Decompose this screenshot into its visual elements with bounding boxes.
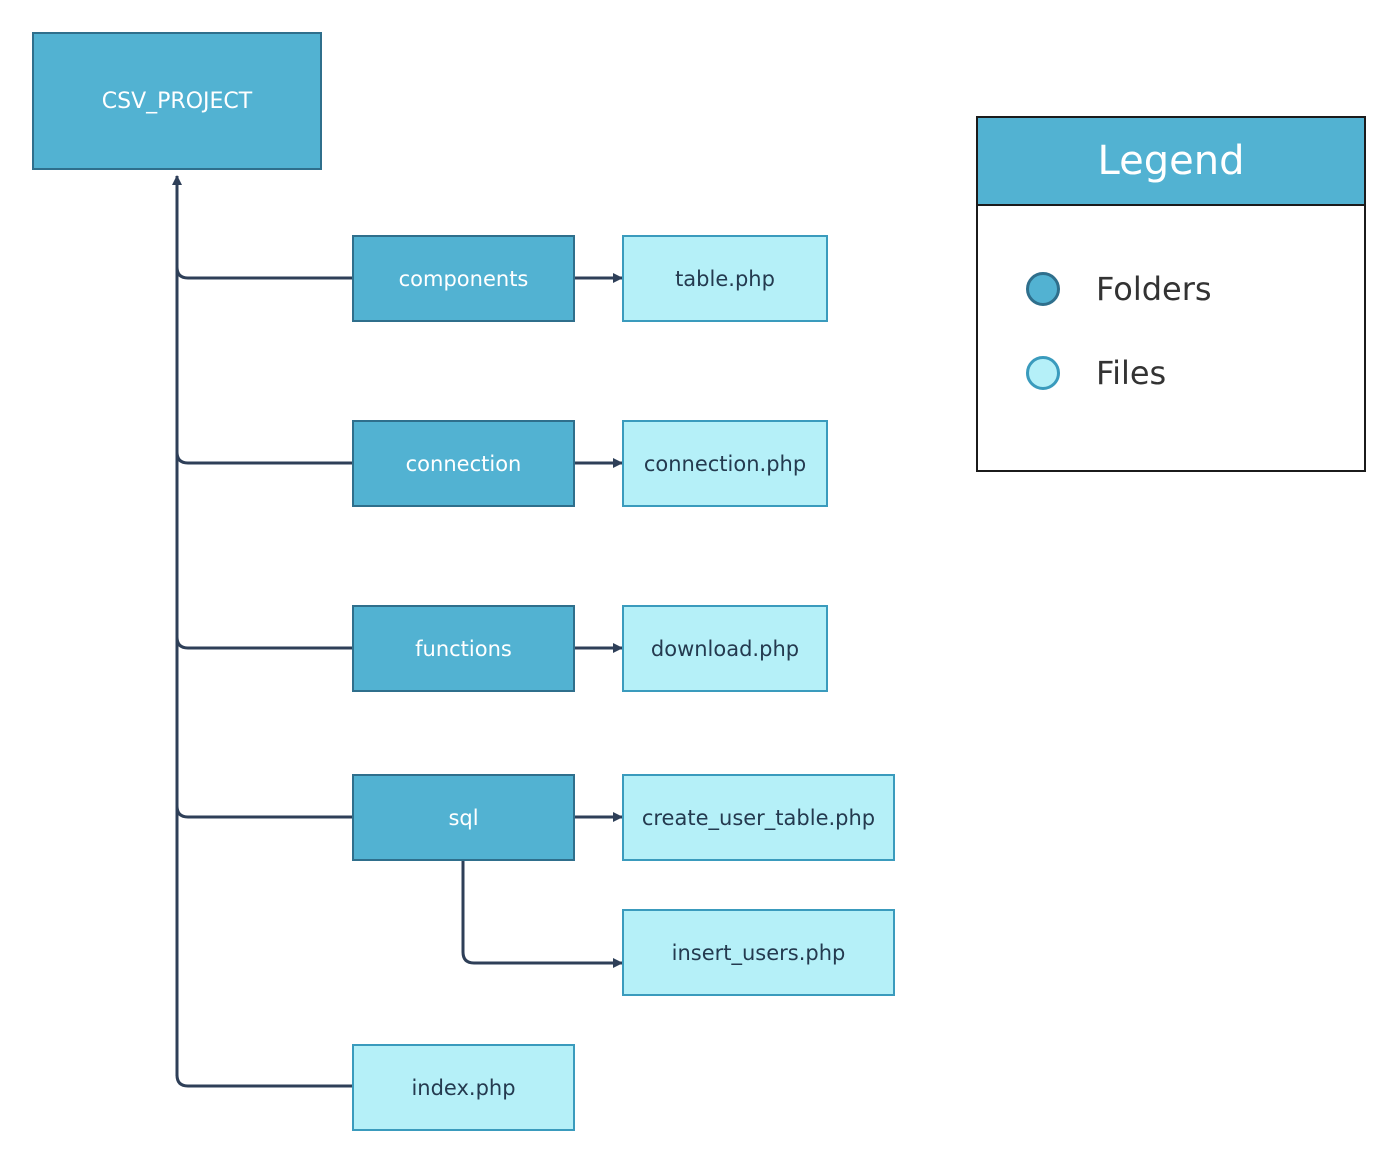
- folder-node-connection: connection: [352, 420, 575, 507]
- branch-index: [175, 1074, 353, 1088]
- arrow-sql-insert: [461, 860, 623, 968]
- legend-header: Legend: [978, 118, 1364, 206]
- folder-label: components: [398, 266, 529, 291]
- folder-node-components: components: [352, 235, 575, 322]
- branch-connection: [175, 451, 353, 465]
- legend-label-folders: Folders: [1096, 270, 1212, 308]
- branch-components: [175, 266, 353, 280]
- branch-functions: [175, 636, 353, 650]
- file-node-insert-users: insert_users.php: [622, 909, 895, 996]
- file-swatch-icon: [1026, 356, 1060, 390]
- file-node-index: index.php: [352, 1044, 575, 1131]
- file-label: connection.php: [643, 451, 807, 476]
- file-node-create-user-table: create_user_table.php: [622, 774, 895, 861]
- file-node-download: download.php: [622, 605, 828, 692]
- legend-item-files: Files: [1026, 354, 1166, 392]
- branch-sql: [175, 805, 353, 819]
- file-label: insert_users.php: [671, 940, 846, 965]
- legend-item-folders: Folders: [1026, 270, 1212, 308]
- folder-swatch-icon: [1026, 272, 1060, 306]
- folder-label: sql: [448, 805, 479, 830]
- legend-label-files: Files: [1096, 354, 1167, 392]
- legend-title: Legend: [1097, 138, 1245, 184]
- root-folder-node: CSV_PROJECT: [32, 32, 322, 170]
- root-folder-label: CSV_PROJECT: [101, 88, 253, 114]
- folder-label: connection: [405, 451, 522, 476]
- file-node-connection: connection.php: [622, 420, 828, 507]
- legend-panel: Legend Folders Files: [976, 116, 1366, 472]
- file-node-table: table.php: [622, 235, 828, 322]
- folder-node-functions: functions: [352, 605, 575, 692]
- file-label: table.php: [675, 266, 775, 291]
- file-label: index.php: [411, 1075, 516, 1100]
- file-label: download.php: [650, 636, 800, 661]
- folder-label: functions: [415, 636, 512, 661]
- folder-node-sql: sql: [352, 774, 575, 861]
- file-label: create_user_table.php: [641, 805, 876, 830]
